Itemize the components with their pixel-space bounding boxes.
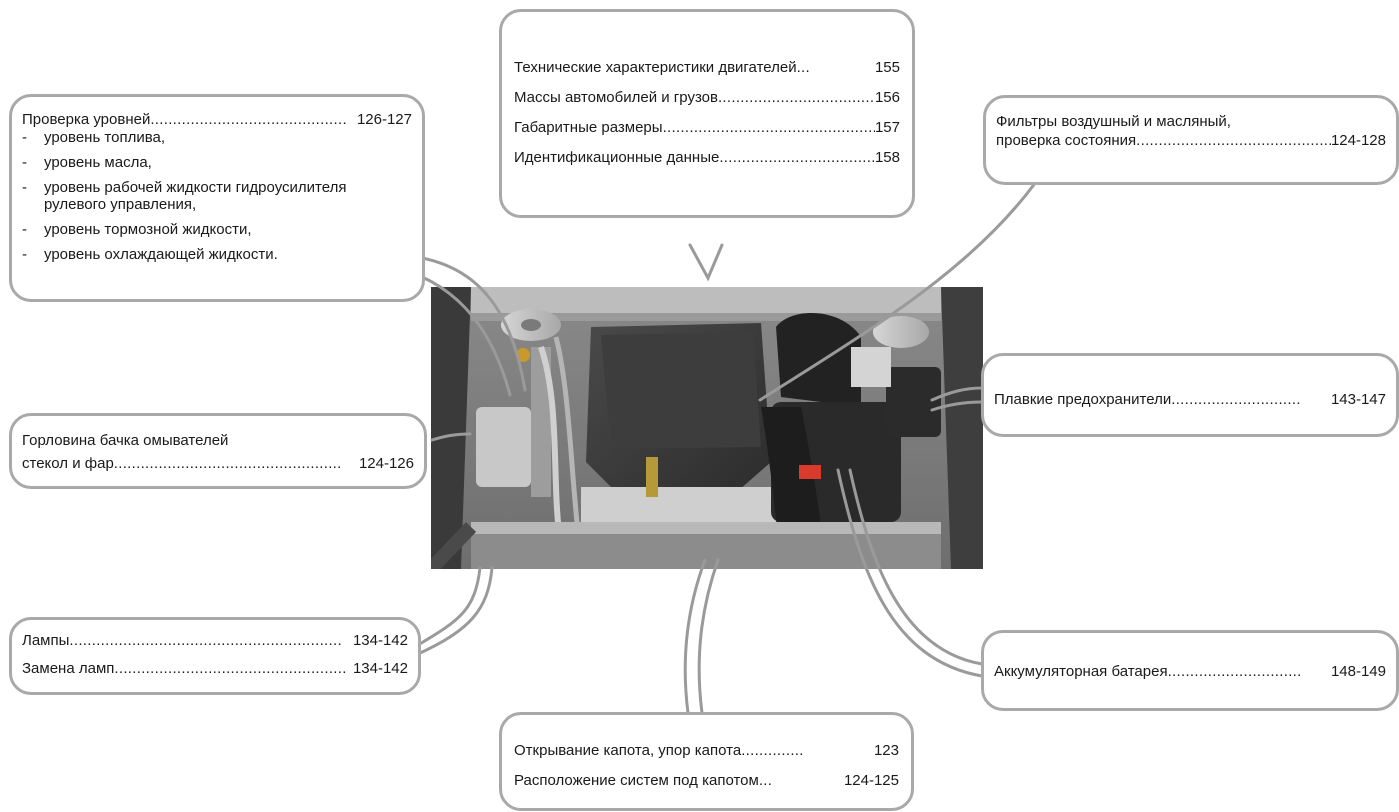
levels-item: - уровень масла, [22, 154, 152, 171]
lamps-row-replacement: Замена ламп ............................… [22, 660, 408, 677]
hood-row-opening: Открывание капота, упор капота .........… [514, 742, 899, 759]
washer-line1: Горловина бачка омывателей [22, 432, 229, 449]
levels-item: - уровень топлива, [22, 129, 166, 146]
levels-item: - уровень рабочей жидкости гидроусилител… [22, 179, 347, 213]
fuses-row: Плавкие предохранители .................… [994, 391, 1386, 408]
levels-title-row: Проверка уровней .......................… [22, 111, 412, 128]
filters-line1: Фильтры воздушный и масляный, [996, 113, 1231, 130]
callout-washer-reservoir: Горловина бачка омывателей стекол и фар … [9, 413, 427, 489]
spec-row-dimensions: Габаритные размеры .....................… [514, 119, 900, 136]
callout-lamps: Лампы ..................................… [9, 617, 421, 695]
callout-fuses: Плавкие предохранители .................… [981, 353, 1399, 437]
lamps-row-lamps: Лампы ..................................… [22, 632, 408, 649]
callout-battery: Аккумуляторная батарея .................… [981, 630, 1399, 711]
callout-hood: Открывание капота, упор капота .........… [499, 712, 914, 811]
filters-row: проверка состояния .....................… [996, 132, 1386, 149]
battery-row: Аккумуляторная батарея .................… [994, 663, 1386, 680]
engine-bay-photo [431, 287, 983, 569]
levels-item: - уровень охлаждающей жидкости. [22, 246, 278, 263]
washer-row: стекол и фар ...........................… [22, 455, 414, 472]
spec-row-masses: Массы автомобилей и грузов .............… [514, 89, 900, 106]
spec-row-engines: Технические характеристики двигателей ..… [514, 59, 900, 76]
spec-row-identification: Идентификационные данные ...............… [514, 149, 900, 166]
callout-fluid-levels: Проверка уровней .......................… [9, 94, 425, 302]
callout-technical-specs: Технические характеристики двигателей ..… [499, 9, 915, 218]
hood-row-layout: Расположение систем под капотом ... 124-… [514, 772, 899, 789]
engine-bay-illustration [431, 287, 983, 569]
callout-filters: Фильтры воздушный и масляный, проверка с… [983, 95, 1399, 185]
levels-item: - уровень тормозной жидкости, [22, 221, 252, 238]
